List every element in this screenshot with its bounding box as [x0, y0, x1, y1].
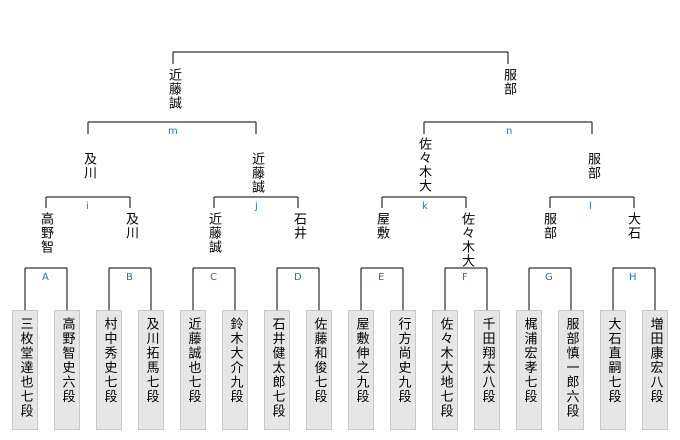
player-name: 増田康宏八段 — [647, 317, 663, 404]
match-label-d: D — [294, 272, 302, 283]
player-name: 大石直嗣七段 — [605, 317, 621, 404]
player-name: 千田翔太八段 — [479, 317, 495, 404]
player-name: 屋敷伸之九段 — [353, 317, 369, 404]
match-label-f: F — [462, 272, 468, 283]
player-name: 佐藤和俊七段 — [311, 317, 327, 404]
match-label-b: B — [126, 272, 133, 283]
quarterfinal-i-left: 高野智 — [38, 212, 53, 254]
player-cell: 梶浦宏孝七段 — [516, 310, 542, 430]
player-cell: 屋敷伸之九段 — [348, 310, 374, 430]
match-label-i: i — [86, 201, 89, 212]
player-name: 梶浦宏孝七段 — [521, 317, 537, 404]
player-cell: 三枚堂達也七段 — [12, 310, 38, 430]
quarterfinal-l-left: 服部 — [541, 212, 556, 240]
semifinal-n-left: 佐々木大 — [416, 137, 431, 193]
match-label-k: k — [422, 201, 428, 212]
player-name: 行方尚史九段 — [395, 317, 411, 404]
player-cell: 鈴木大介九段 — [222, 310, 248, 430]
quarterfinal-j-right: 石井 — [291, 212, 306, 240]
player-name: 鈴木大介九段 — [227, 317, 243, 404]
player-cell: 高野智史六段 — [54, 310, 80, 430]
player-cell: 近藤誠也七段 — [180, 310, 206, 430]
quarterfinal-k-right: 佐々木大 — [459, 212, 474, 268]
semifinal-m-left: 及川 — [81, 152, 96, 180]
semifinal-n-right: 服部 — [585, 152, 600, 180]
player-name: 高野智史六段 — [59, 317, 75, 404]
match-label-a: A — [42, 272, 49, 283]
player-name: 石井健太郎七段 — [269, 317, 285, 419]
player-cell: 佐々木大地七段 — [432, 310, 458, 430]
match-label-g: G — [545, 272, 553, 283]
player-name: 近藤誠也七段 — [185, 317, 201, 404]
player-name: 及川拓馬七段 — [143, 317, 159, 404]
quarterfinal-k-left: 屋敷 — [374, 212, 389, 240]
player-cell: 石井健太郎七段 — [264, 310, 290, 430]
quarterfinal-l-right: 大石 — [625, 212, 640, 240]
match-label-e: E — [378, 272, 385, 283]
player-cell: 服部慎一郎六段 — [558, 310, 584, 430]
semifinal-m-right: 近藤誠 — [249, 152, 264, 194]
match-label-j: j — [255, 201, 258, 212]
player-cell: 及川拓馬七段 — [138, 310, 164, 430]
match-label-m: m — [168, 126, 178, 137]
player-cell: 村中秀史七段 — [96, 310, 122, 430]
quarterfinal-j-left: 近藤誠 — [206, 212, 221, 254]
player-name: 佐々木大地七段 — [437, 317, 453, 419]
player-cell: 千田翔太八段 — [474, 310, 500, 430]
player-cell: 大石直嗣七段 — [600, 310, 626, 430]
match-label-h: H — [629, 272, 637, 283]
player-name: 服部慎一郎六段 — [563, 317, 579, 419]
player-name: 三枚堂達也七段 — [17, 317, 33, 419]
player-cell: 増田康宏八段 — [642, 310, 668, 430]
quarterfinal-i-right: 及川 — [123, 212, 138, 240]
match-label-l: l — [589, 201, 592, 212]
player-name: 村中秀史七段 — [101, 317, 117, 404]
final-left-name: 近藤誠 — [166, 68, 181, 110]
match-label-c: C — [210, 272, 217, 283]
match-label-n: n — [506, 126, 513, 137]
player-cell: 佐藤和俊七段 — [306, 310, 332, 430]
player-cell: 行方尚史九段 — [390, 310, 416, 430]
final-right-name: 服部 — [501, 68, 516, 96]
